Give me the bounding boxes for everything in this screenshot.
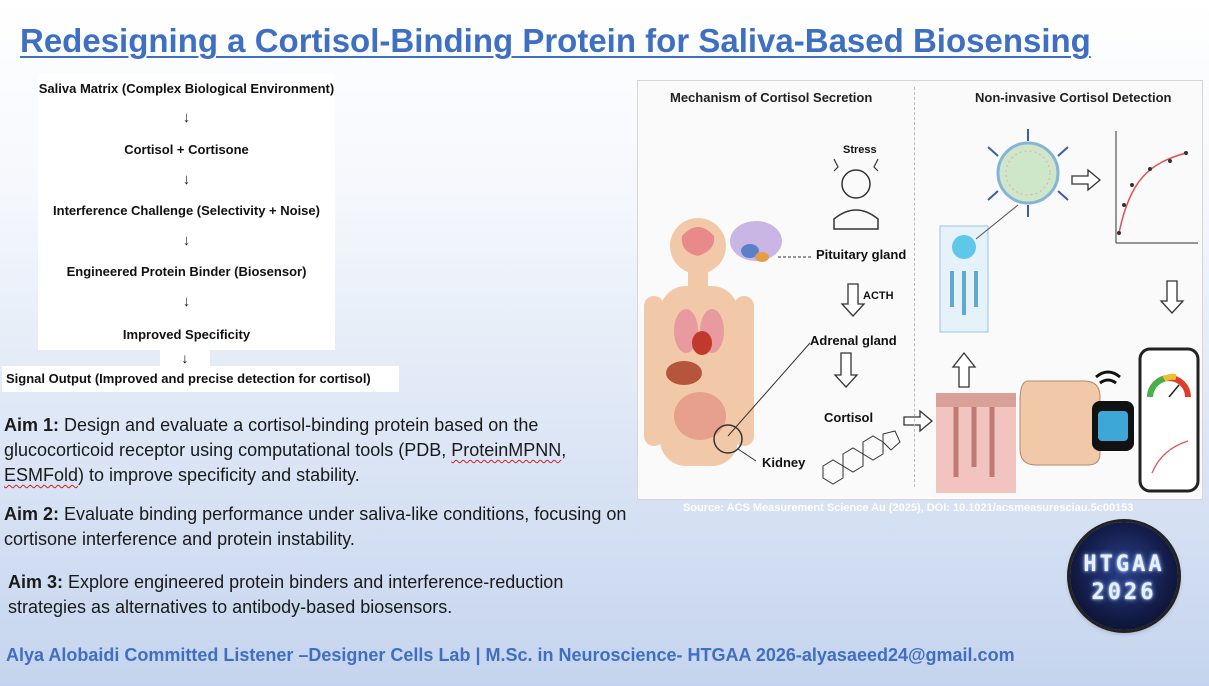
smartwatch-wrist-icon <box>1019 370 1134 466</box>
smartphone-icon <box>1138 347 1200 493</box>
figure-right-header: Non-invasive Cortisol Detection <box>975 90 1172 105</box>
aim-2-label: Aim 2: <box>4 504 60 524</box>
aim-3-label: Aim 3: <box>8 572 64 592</box>
aim-1: Aim 1: Design and evaluate a cortisol-bi… <box>4 415 567 485</box>
flow-step-cortisol-cortisone: Cortisol + Cortisone <box>124 142 249 157</box>
figure-source-citation: Source: ACS Measurement Science Au (2025… <box>683 502 1134 514</box>
cortisol-mechanism-figure: Mechanism of Cortisol Secretion Non-inva… <box>637 80 1203 500</box>
human-body-icon <box>644 218 754 466</box>
cortisol-molecule-icon <box>822 430 901 485</box>
aim-1-tool-esmfold: ESMFold <box>4 465 79 485</box>
label-kidney: Kidney <box>762 455 806 470</box>
aim-1-label: Aim 1: <box>4 415 60 435</box>
figure-left-header: Mechanism of Cortisol Secretion <box>670 90 873 105</box>
brain-icon <box>730 221 782 262</box>
down-arrow-icon: ↓ <box>182 293 191 310</box>
down-arrow-icon: ↓ <box>160 350 210 366</box>
stressed-person-icon <box>833 158 879 230</box>
logo-text-line-1: HTGAA <box>1083 552 1165 577</box>
flow-step-interference: Interference Challenge (Selectivity + No… <box>53 203 320 218</box>
down-arrow-icon: ↓ <box>182 109 191 126</box>
logo-text-line-2: 2026 <box>1091 580 1157 605</box>
htgaa-logo: HTGAA 2026 <box>1070 522 1178 630</box>
label-stress: Stress <box>843 144 877 156</box>
down-arrow-icon: ↓ <box>182 232 191 249</box>
aim-2: Aim 2: Evaluate binding performance unde… <box>4 502 629 552</box>
label-cortisol: Cortisol <box>824 410 874 425</box>
slide-title: Redesigning a Cortisol-Binding Protein f… <box>20 22 1091 59</box>
aim-3-text: Explore engineered protein binders and i… <box>8 572 564 617</box>
down-arrow-icon: ↓ <box>182 171 191 188</box>
figure-divider <box>914 87 915 487</box>
flowchart-panel: Saliva Matrix (Complex Biological Enviro… <box>38 74 335 350</box>
footer-author-line: Alya Alobaidi Committed Listener –Design… <box>6 645 1015 665</box>
flow-output: Signal Output (Improved and precise dete… <box>2 366 399 392</box>
flow-step-engineered-binder: Engineered Protein Binder (Biosensor) <box>66 264 307 279</box>
aim-1-tool-proteinmpnn: ProteinMPNN <box>451 440 562 460</box>
aim-2-text: Evaluate binding performance under saliv… <box>4 504 627 549</box>
aim-3: Aim 3: Explore engineered protein binder… <box>8 570 623 620</box>
label-adrenal-gland: Adrenal gland <box>810 333 897 348</box>
figure-illustration <box>644 129 1200 493</box>
label-acth: ACTH <box>863 290 894 302</box>
flow-step-saliva-matrix: Saliva Matrix (Complex Biological Enviro… <box>38 81 335 96</box>
calibration-curve-icon <box>1115 131 1198 244</box>
aim-1-text: Design and evaluate a cortisol-binding p… <box>4 415 539 460</box>
flow-step-improved-specificity: Improved Specificity <box>122 327 251 342</box>
label-pituitary-gland: Pituitary gland <box>816 247 907 262</box>
